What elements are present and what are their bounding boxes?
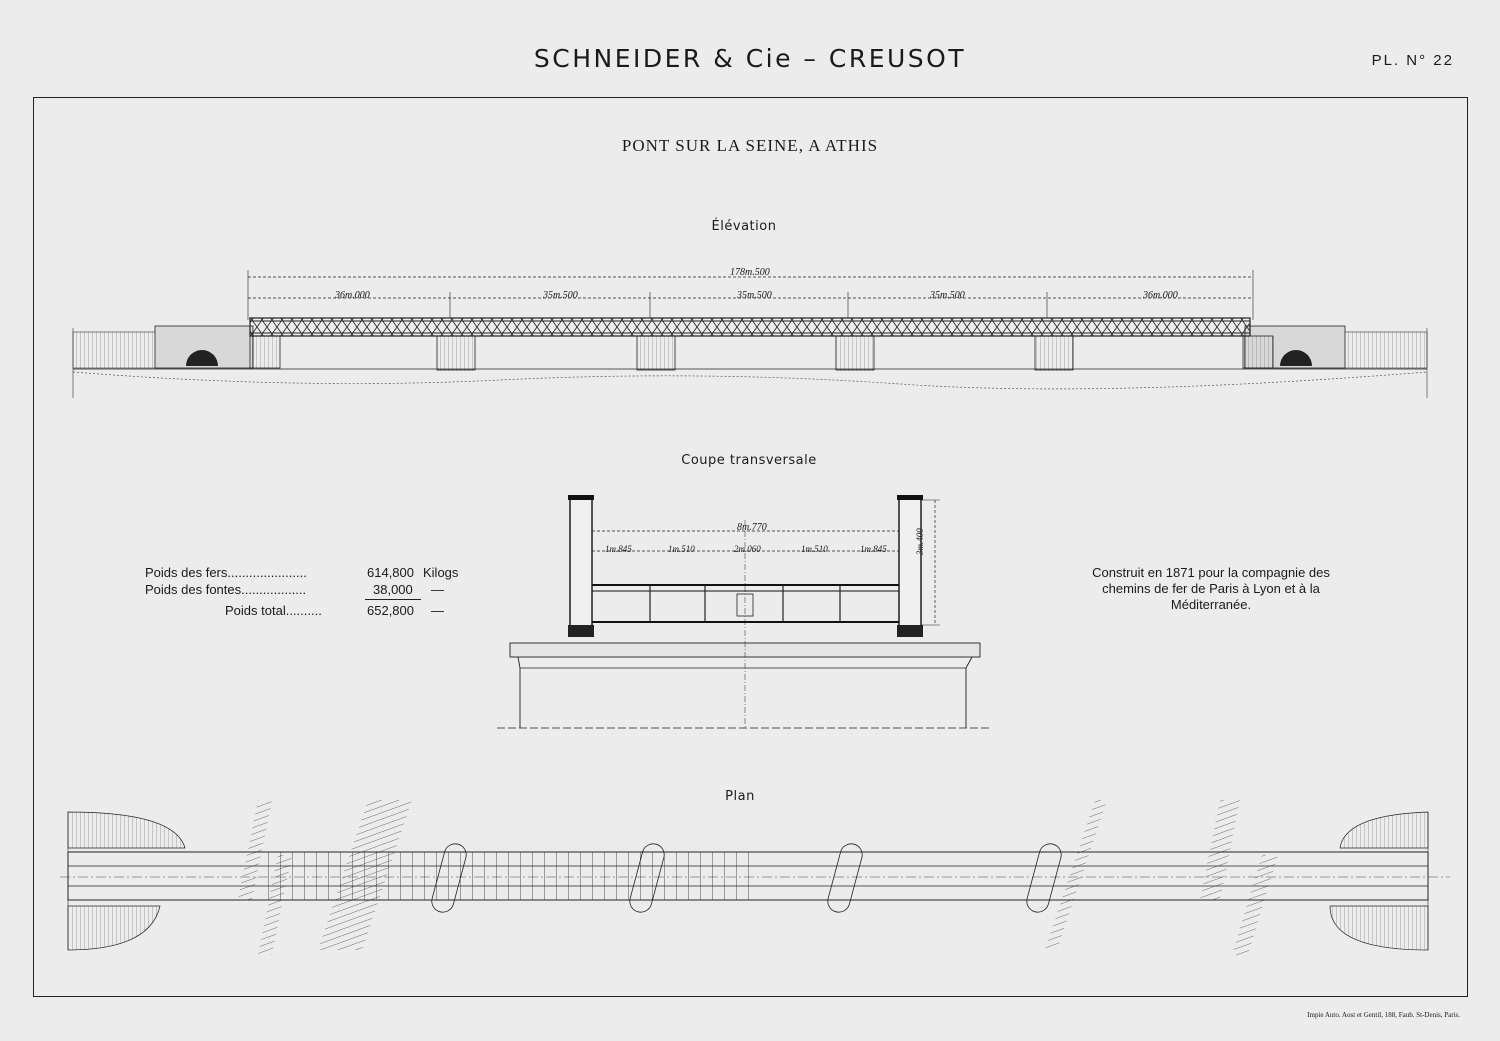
sum-rule [365, 599, 421, 600]
elevation-view [72, 270, 1428, 398]
cross-section-segment-5: 1m.845 [860, 544, 887, 554]
header-title: SCHNEIDER & Cie – CREUSOT [533, 44, 967, 73]
elevation-span-1: 36m.000 [335, 290, 370, 301]
cross-section-height: 3m.400 [915, 528, 925, 555]
elevation-span-3: 35m.500 [737, 290, 772, 301]
cross-section-segment-1: 1m.845 [605, 544, 632, 554]
elevation-span-4: 35m.500 [930, 290, 965, 301]
weight-value: 652,800 [367, 603, 414, 618]
cross-section-segment-2: 1m.510 [668, 544, 695, 554]
elevation-total-length: 178m.500 [730, 267, 770, 278]
weight-value: 38,000 [373, 582, 413, 597]
weight-value: 614,800 [367, 565, 414, 580]
weight-unit: Kilogs [423, 565, 459, 580]
cross-section-segment-4: 1m.510 [801, 544, 828, 554]
drawing-frame [33, 97, 1468, 997]
weight-label: Poids total.......... [225, 603, 322, 618]
weight-label: Poids des fers...................... [145, 565, 307, 580]
weight-unit: — [431, 603, 444, 618]
elevation-span-5: 36m.000 [1143, 290, 1178, 301]
printer-credit: Impie Auto. Aost et Gentil, 188, Faub. S… [1307, 1011, 1460, 1019]
cross-section-segment-3: 2m.060 [734, 544, 761, 554]
plate-number: PL. N° 22 [1371, 52, 1454, 69]
elevation-span-2: 35m.500 [543, 290, 578, 301]
plan-label: Plan [725, 789, 755, 804]
plan-view [60, 800, 1450, 955]
weight-label: Poids des fontes.................. [145, 582, 307, 597]
cross-section-view [497, 495, 990, 729]
construction-note: Construit en 1871 pour la compagnie des … [1092, 565, 1330, 612]
weight-unit: — [431, 582, 444, 597]
cross-section-label: Coupe transversale [681, 453, 817, 468]
cross-section-overall-width: 8m.770 [737, 522, 767, 533]
drawing-title: PONT SUR LA SEINE, A ATHIS [621, 136, 879, 155]
elevation-label: Élévation [711, 219, 777, 234]
